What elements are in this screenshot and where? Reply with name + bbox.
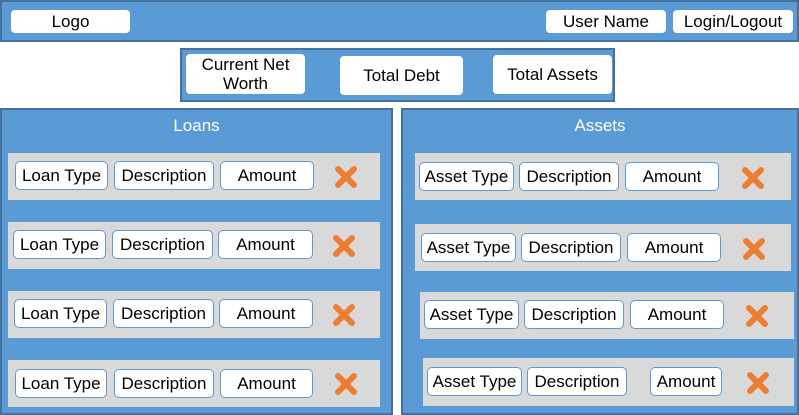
description-field[interactable]: Description [114, 369, 214, 398]
summary-bar: Current Net Worth Total Debt Total Asset… [180, 48, 615, 102]
total-debt-button[interactable]: Total Debt [339, 55, 464, 96]
loan-row: Loan Type Description Amount [8, 222, 380, 269]
asset-row: Asset Type Description Amount [423, 358, 794, 406]
amount-field[interactable]: Amount [627, 233, 721, 262]
description-field[interactable]: Description [524, 300, 624, 329]
amount-field[interactable]: Amount [220, 161, 314, 190]
loan-row: Loan Type Description Amount [8, 291, 380, 338]
logo[interactable]: Logo [10, 9, 131, 34]
amount-field[interactable]: Amount [625, 162, 719, 191]
loans-title: Loans [173, 116, 220, 135]
loan-type-field[interactable]: Loan Type [13, 230, 106, 259]
asset-type-field[interactable]: Asset Type [427, 367, 522, 396]
description-field[interactable]: Description [112, 230, 213, 259]
amount-field[interactable]: Amount [219, 299, 313, 328]
amount-field[interactable]: Amount [220, 369, 313, 398]
current-net-worth-button[interactable]: Current Net Worth [185, 53, 306, 95]
loan-type-field[interactable]: Loan Type [15, 369, 107, 398]
description-field[interactable]: Description [521, 233, 621, 262]
delete-icon[interactable] [742, 237, 766, 261]
delete-icon[interactable] [334, 372, 358, 396]
delete-icon[interactable] [745, 304, 769, 328]
loan-row: Loan Type Description Amount [8, 360, 380, 407]
amount-field[interactable]: Amount [630, 300, 724, 329]
total-assets-button[interactable]: Total Assets [492, 54, 613, 95]
delete-icon[interactable] [332, 303, 356, 327]
delete-icon[interactable] [332, 234, 356, 258]
asset-type-field[interactable]: Asset Type [424, 300, 519, 329]
amount-field[interactable]: Amount [650, 367, 722, 396]
asset-type-field[interactable]: Asset Type [421, 233, 516, 262]
delete-icon[interactable] [746, 371, 770, 395]
user-name-button[interactable]: User Name [545, 9, 667, 34]
asset-type-field[interactable]: Asset Type [419, 162, 514, 191]
loans-panel: Loans Loan Type Description Amount Loan … [0, 108, 393, 415]
assets-panel: Assets Asset Type Description Amount Ass… [401, 108, 799, 415]
delete-icon[interactable] [741, 166, 765, 190]
asset-row: Asset Type Description Amount [415, 224, 791, 271]
login-logout-button[interactable]: Login/Logout [672, 9, 794, 34]
description-field[interactable]: Description [114, 161, 214, 190]
asset-row: Asset Type Description Amount [420, 292, 794, 339]
delete-icon[interactable] [334, 165, 358, 189]
assets-title: Assets [574, 116, 626, 135]
asset-row: Asset Type Description Amount [415, 153, 791, 200]
description-field[interactable]: Description [113, 299, 214, 328]
loan-row: Loan Type Description Amount [8, 153, 380, 200]
description-field[interactable]: Description [527, 367, 627, 396]
header-bar: Logo User Name Login/Logout [0, 0, 799, 42]
description-field[interactable]: Description [519, 162, 619, 191]
loan-type-field[interactable]: Loan Type [15, 161, 108, 190]
amount-field[interactable]: Amount [218, 230, 313, 259]
loan-type-field[interactable]: Loan Type [14, 299, 107, 328]
